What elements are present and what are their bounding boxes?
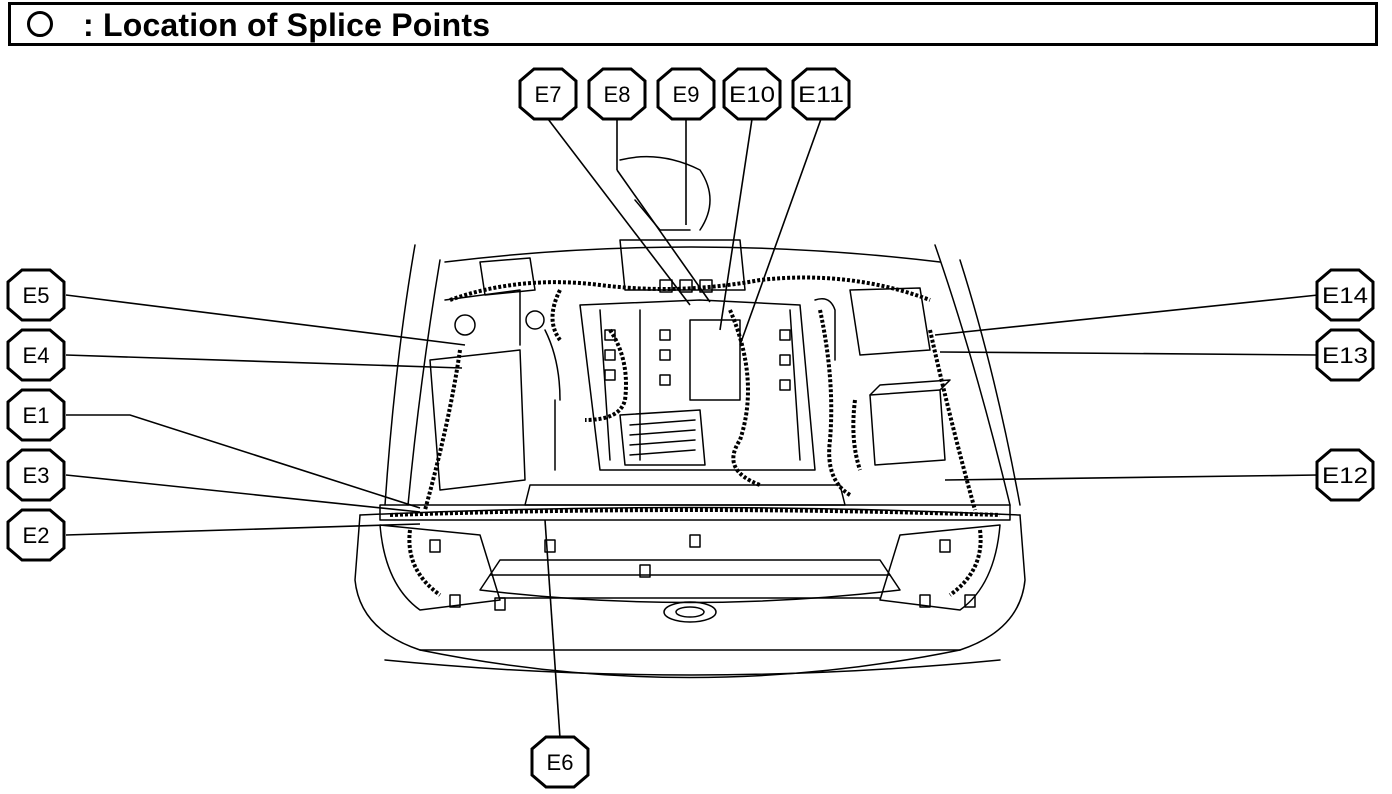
leader-lines bbox=[65, 118, 1319, 739]
title-bar: : Location of Splice Points bbox=[8, 2, 1378, 46]
splice-label: E5 bbox=[23, 283, 50, 308]
splice-label: E10 bbox=[729, 82, 775, 107]
splice-label: E6 bbox=[547, 750, 574, 775]
circle-icon bbox=[27, 11, 53, 37]
splice-tag-e5: E5 bbox=[6, 268, 66, 322]
splice-tag-e12: E12 bbox=[1315, 448, 1375, 502]
engine-compartment-drawing bbox=[354, 155, 1026, 679]
splice-label: E4 bbox=[23, 343, 50, 368]
splice-label: E3 bbox=[23, 463, 50, 488]
splice-label: E13 bbox=[1322, 343, 1368, 368]
splice-label: E14 bbox=[1322, 283, 1368, 308]
splice-tag-e3: E3 bbox=[6, 448, 66, 502]
splice-tag-e11: E11 bbox=[791, 67, 851, 121]
splice-label: E2 bbox=[23, 523, 50, 548]
page-title: : Location of Splice Points bbox=[83, 7, 491, 43]
splice-tag-e2: E2 bbox=[6, 508, 66, 562]
splice-label: E11 bbox=[798, 82, 844, 107]
splice-tag-e6: E6 bbox=[530, 735, 590, 789]
splice-label: E1 bbox=[23, 403, 50, 428]
splice-tag-e8: E8 bbox=[587, 67, 647, 121]
splice-tag-e10: E10 bbox=[722, 67, 782, 121]
splice-label: E7 bbox=[535, 82, 562, 107]
splice-label: E12 bbox=[1322, 463, 1368, 488]
splice-tag-e13: E13 bbox=[1315, 328, 1375, 382]
splice-label: E8 bbox=[604, 82, 631, 107]
splice-label: E9 bbox=[673, 82, 700, 107]
splice-tag-e9: E9 bbox=[656, 67, 716, 121]
wiring-harness bbox=[389, 275, 1001, 597]
splice-tag-e4: E4 bbox=[6, 328, 66, 382]
splice-tag-e7: E7 bbox=[518, 67, 578, 121]
splice-tag-e14: E14 bbox=[1315, 268, 1375, 322]
splice-tag-e1: E1 bbox=[6, 388, 66, 442]
